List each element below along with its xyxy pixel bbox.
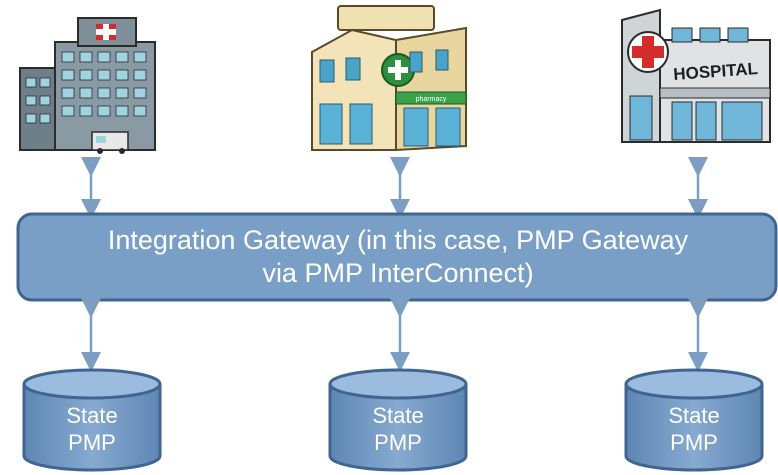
integration-gateway-box	[16, 212, 778, 302]
top-connectors	[81, 157, 708, 219]
hospital-building-icon: HOSPITAL	[621, 8, 771, 143]
pharmacy-building-icon: pharmacy	[311, 5, 467, 152]
pharmacy-sign: pharmacy	[416, 96, 447, 103]
database-cylinder-right	[624, 368, 764, 472]
database-cylinder-left	[22, 368, 162, 472]
bottom-connectors	[81, 298, 708, 372]
hospital-tower-icon	[19, 17, 156, 154]
database-cylinder-center	[328, 368, 468, 472]
